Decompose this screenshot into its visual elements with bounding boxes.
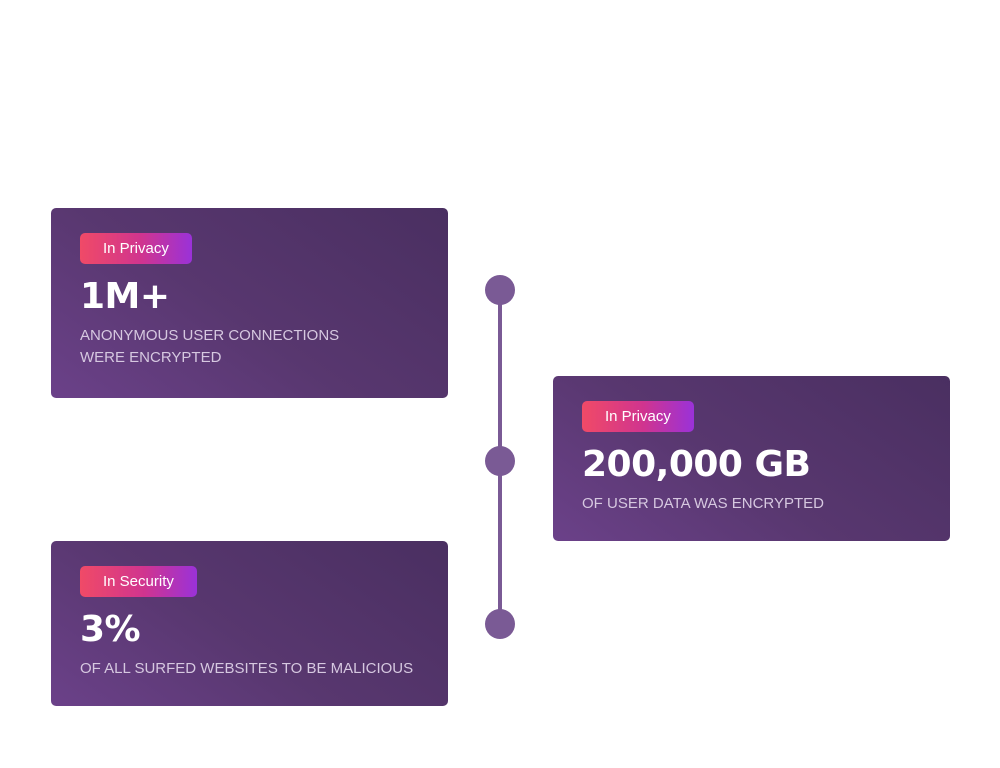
stat-description-line: WERE ENCRYPTED [80, 349, 222, 366]
timeline-dot [485, 446, 515, 476]
stat-value: 3% [80, 609, 141, 650]
category-badge: In Privacy [582, 401, 694, 432]
stat-card-privacy-connections: In Privacy 1M+ ANONYMOUS USER CONNECTION… [51, 208, 448, 398]
stat-description-line: ANONYMOUS USER CONNECTIONS [80, 327, 340, 344]
category-badge: In Security [80, 566, 197, 597]
category-badge: In Privacy [80, 233, 192, 264]
stat-description: OF USER DATA WAS ENCRYPTED [582, 493, 921, 515]
timeline-dot [485, 609, 515, 639]
stat-description: OF ALL SURFED WEBSITES TO BE MALICIOUS [80, 658, 419, 680]
stat-value: 200,000 GB [582, 444, 811, 485]
stat-value: 1M+ [80, 276, 170, 317]
stat-description-line: OF ALL SURFED WEBSITES TO BE MALICIOUS [80, 660, 414, 677]
stat-card-privacy-data: In Privacy 200,000 GB OF USER DATA WAS E… [553, 376, 950, 541]
stat-card-security-websites: In Security 3% OF ALL SURFED WEBSITES TO… [51, 541, 448, 706]
stat-description: ANONYMOUS USER CONNECTIONS WERE ENCRYPTE… [80, 325, 419, 369]
timeline-dot [485, 275, 515, 305]
stat-description-line: OF USER DATA WAS ENCRYPTED [582, 495, 824, 512]
